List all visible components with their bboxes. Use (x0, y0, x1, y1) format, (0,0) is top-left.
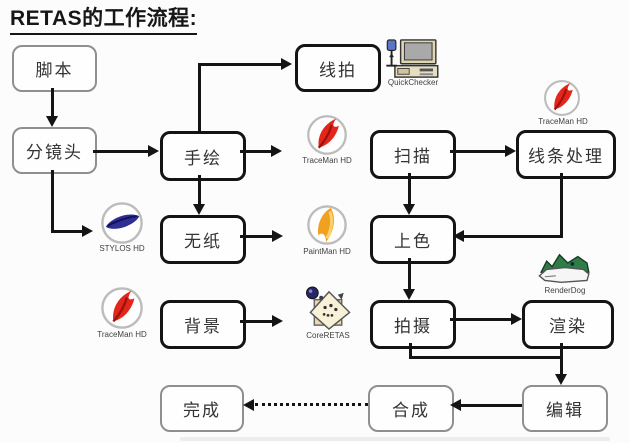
node-shooting: 拍摄 (370, 300, 456, 349)
edge-rendering-editing-vline (560, 343, 563, 376)
edge-handdrawn-paperless-line (198, 175, 201, 206)
edge-scan-lineprocessing-line (450, 150, 507, 153)
edge-editing-compositing-line (461, 404, 522, 407)
edge-lineprocessing-coloring-hline (464, 235, 563, 238)
edge-handdrawn-scan-line (240, 150, 273, 153)
edge-compositing-finished-arrowhead (243, 399, 254, 411)
edge-shooting-editing-hline (409, 356, 563, 359)
edge-lineprocessing-coloring-vline (560, 173, 563, 238)
node-rendering: 渲染 (522, 300, 614, 349)
edge-scan-coloring-arrowhead (403, 204, 415, 215)
edge-scan-lineprocessing-arrowhead (505, 145, 516, 157)
edge-background-shooting-line (240, 320, 274, 323)
paintman-hd-icon-label: PaintMan HD (303, 247, 351, 256)
renderdog-icon-label: RenderDog (544, 286, 586, 295)
traceman-hd-icon-label: TraceMan HD (302, 156, 352, 165)
stylos-hd-icon (101, 202, 143, 244)
edge-handdrawn-linetest-hline (198, 63, 283, 66)
edge-coloring-shooting-arrowhead (403, 289, 415, 300)
edge-handdrawn-scan-arrowhead (271, 145, 282, 157)
edge-storyboard-handdrawn-arrowhead (148, 145, 159, 157)
node-hand-drawn: 手绘 (160, 131, 246, 181)
paintman-hd-icon (307, 205, 347, 245)
node-storyboard: 分镜头 (12, 127, 97, 174)
traceman-hd-icon (544, 80, 580, 116)
edge-shooting-rendering-arrowhead (511, 313, 522, 325)
edge-paperless-coloring-arrowhead (272, 230, 283, 242)
edge-handdrawn-linetest-arrowhead (281, 58, 292, 70)
edge-lineprocessing-coloring-arrowhead (453, 230, 464, 242)
traceman-hd-icon-label: TraceMan HD (97, 330, 147, 339)
traceman-hd-icon (307, 115, 347, 155)
edge-script-storyboard-arrowhead (46, 116, 58, 127)
edge-storyboard-paperless-vline (51, 170, 54, 232)
quickchecker-icon-label: QuickChecker (387, 78, 439, 87)
node-coloring: 上色 (370, 215, 456, 264)
node-line-test: 线拍 (295, 44, 381, 92)
traceman-hd-icon-label: TraceMan HD (538, 117, 588, 126)
node-line-processing: 线条处理 (516, 130, 616, 179)
node-compositing: 合成 (368, 385, 454, 432)
edge-compositing-finished-line (255, 403, 368, 406)
edge-coloring-shooting-line (408, 258, 411, 291)
node-scan: 扫描 (370, 130, 456, 179)
edge-script-storyboard-line (51, 88, 54, 118)
edge-handdrawn-paperless-arrowhead (193, 204, 205, 215)
coreretas-icon-label: CoreRETAS (306, 331, 350, 340)
page-edge-shadow (180, 437, 610, 441)
edge-paperless-coloring-line (240, 235, 274, 238)
edge-scan-coloring-line (408, 173, 411, 206)
quickchecker-icon (386, 39, 439, 78)
edge-storyboard-paperless-hline (51, 230, 83, 233)
edge-background-shooting-arrowhead (272, 315, 283, 327)
edge-storyboard-handdrawn-line (93, 150, 149, 153)
edge-editing-compositing-arrowhead (450, 399, 461, 411)
edge-handdrawn-linetest-vline (198, 63, 201, 131)
edge-shooting-rendering-line (450, 318, 513, 321)
renderdog-icon (538, 253, 590, 283)
node-script: 脚本 (12, 45, 97, 92)
traceman-hd-icon (101, 287, 143, 329)
node-paperless: 无纸 (160, 215, 246, 264)
edge-storyboard-paperless-arrowhead (82, 225, 93, 237)
edge-shooting-editing-vline (409, 343, 412, 359)
stylos-hd-icon-label: STYLOS HD (99, 244, 145, 253)
node-finished: 完成 (160, 385, 244, 432)
edge-rendering-editing-arrowhead (555, 374, 567, 385)
node-editing: 编辑 (522, 385, 608, 432)
node-background: 背景 (160, 300, 246, 349)
coreretas-icon (306, 286, 351, 331)
page-title: RETAS的工作流程: (10, 2, 198, 35)
